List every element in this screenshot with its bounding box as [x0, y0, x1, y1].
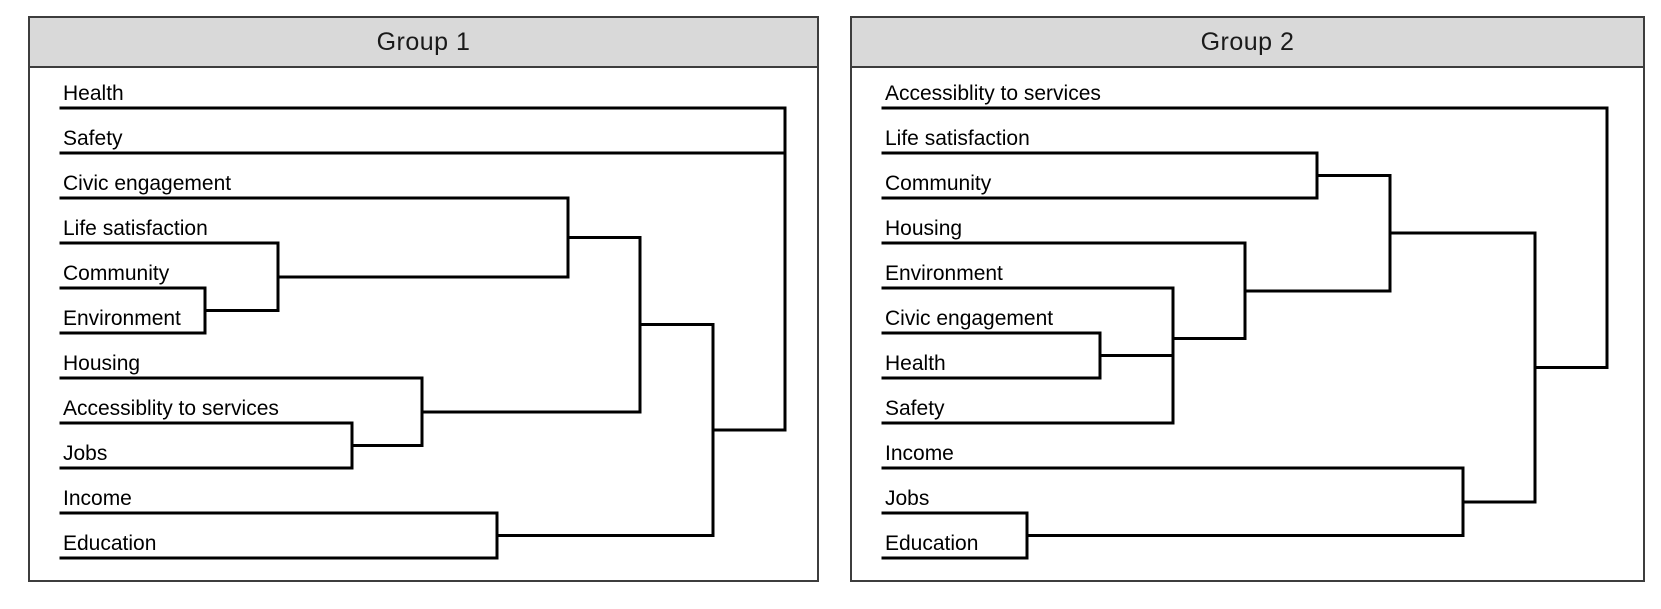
leaf-label-jobs: Jobs — [885, 487, 929, 510]
leaf-label-accessiblity-to-services: Accessiblity to services — [63, 397, 279, 420]
leaf-label-safety: Safety — [63, 127, 123, 150]
leaf-label-housing: Housing — [63, 352, 140, 375]
panel-2-header: Group 2 — [852, 18, 1643, 68]
leaf-label-health: Health — [63, 82, 124, 105]
leaf-label-life-satisfaction: Life satisfaction — [885, 127, 1030, 150]
leaf-label-jobs: Jobs — [63, 442, 107, 465]
leaf-label-environment: Environment — [63, 307, 181, 330]
panel-1-header: Group 1 — [30, 18, 817, 68]
leaf-label-education: Education — [885, 532, 978, 555]
leaf-label-environment: Environment — [885, 262, 1003, 285]
leaf-label-accessiblity-to-services: Accessiblity to services — [885, 82, 1101, 105]
leaf-label-life-satisfaction: Life satisfaction — [63, 217, 208, 240]
leaf-label-safety: Safety — [885, 397, 945, 420]
leaf-label-community: Community — [63, 262, 170, 285]
leaf-label-health: Health — [885, 352, 946, 375]
leaf-label-education: Education — [63, 532, 156, 555]
leaf-label-housing: Housing — [885, 217, 962, 240]
leaf-label-community: Community — [885, 172, 992, 195]
leaf-label-civic-engagement: Civic engagement — [63, 172, 231, 195]
panel-1-title: Group 1 — [376, 27, 471, 56]
leaf-label-income: Income — [63, 487, 132, 510]
leaf-label-civic-engagement: Civic engagement — [885, 307, 1053, 330]
leaf-label-income: Income — [885, 442, 954, 465]
panel-2-title: Group 2 — [1200, 27, 1295, 56]
